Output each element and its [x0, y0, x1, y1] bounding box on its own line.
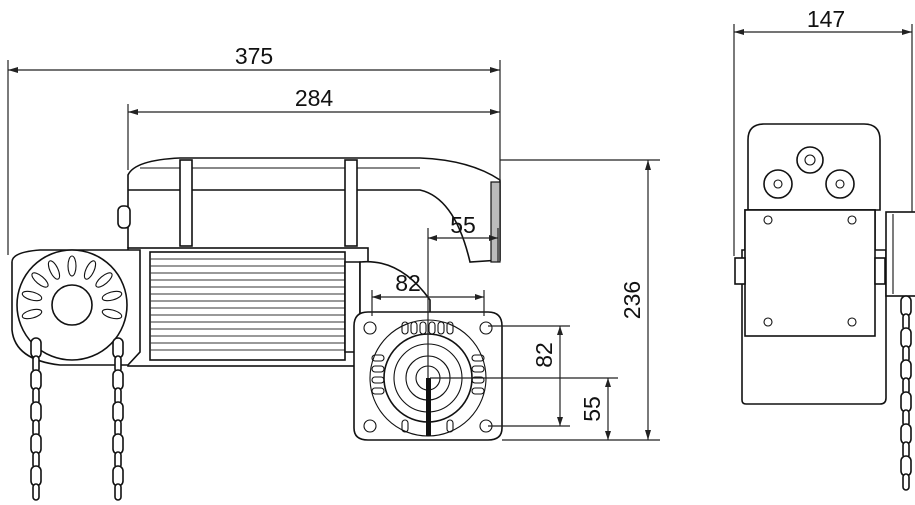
chain-left: [30, 337, 42, 501]
flange-slots: [371, 321, 485, 433]
dim-flange-height: 82: [531, 342, 557, 368]
front-view: 375 284 55 82 236 82 55: [7, 43, 660, 501]
side-chain: [900, 295, 912, 491]
left-knob: [117, 205, 131, 229]
side-wheel-housing: [885, 211, 915, 297]
motor-hood: [127, 157, 501, 263]
chain-wheel-slots: [21, 255, 123, 320]
dim-flange-width: 82: [395, 270, 421, 296]
dim-overall-height: 236: [619, 281, 645, 319]
chain-right: [112, 337, 124, 501]
dim-shaft-offset-top: 55: [450, 212, 476, 238]
motor-fins: [149, 251, 346, 361]
hood-end-block: [490, 181, 501, 263]
shaft-key: [426, 378, 431, 436]
dim-overall-length: 375: [235, 43, 273, 69]
dim-shaft-offset-side: 55: [579, 396, 605, 422]
dim-body-length: 284: [295, 85, 334, 111]
side-view: 147: [733, 6, 915, 491]
strap-left: [179, 159, 193, 247]
dim-side-width: 147: [807, 6, 845, 32]
fin-lines: [150, 258, 345, 351]
chain-wheel-hub: [51, 284, 93, 326]
side-tab-left: [734, 257, 746, 285]
side-tab-right: [874, 257, 886, 285]
strap-right: [344, 159, 358, 247]
